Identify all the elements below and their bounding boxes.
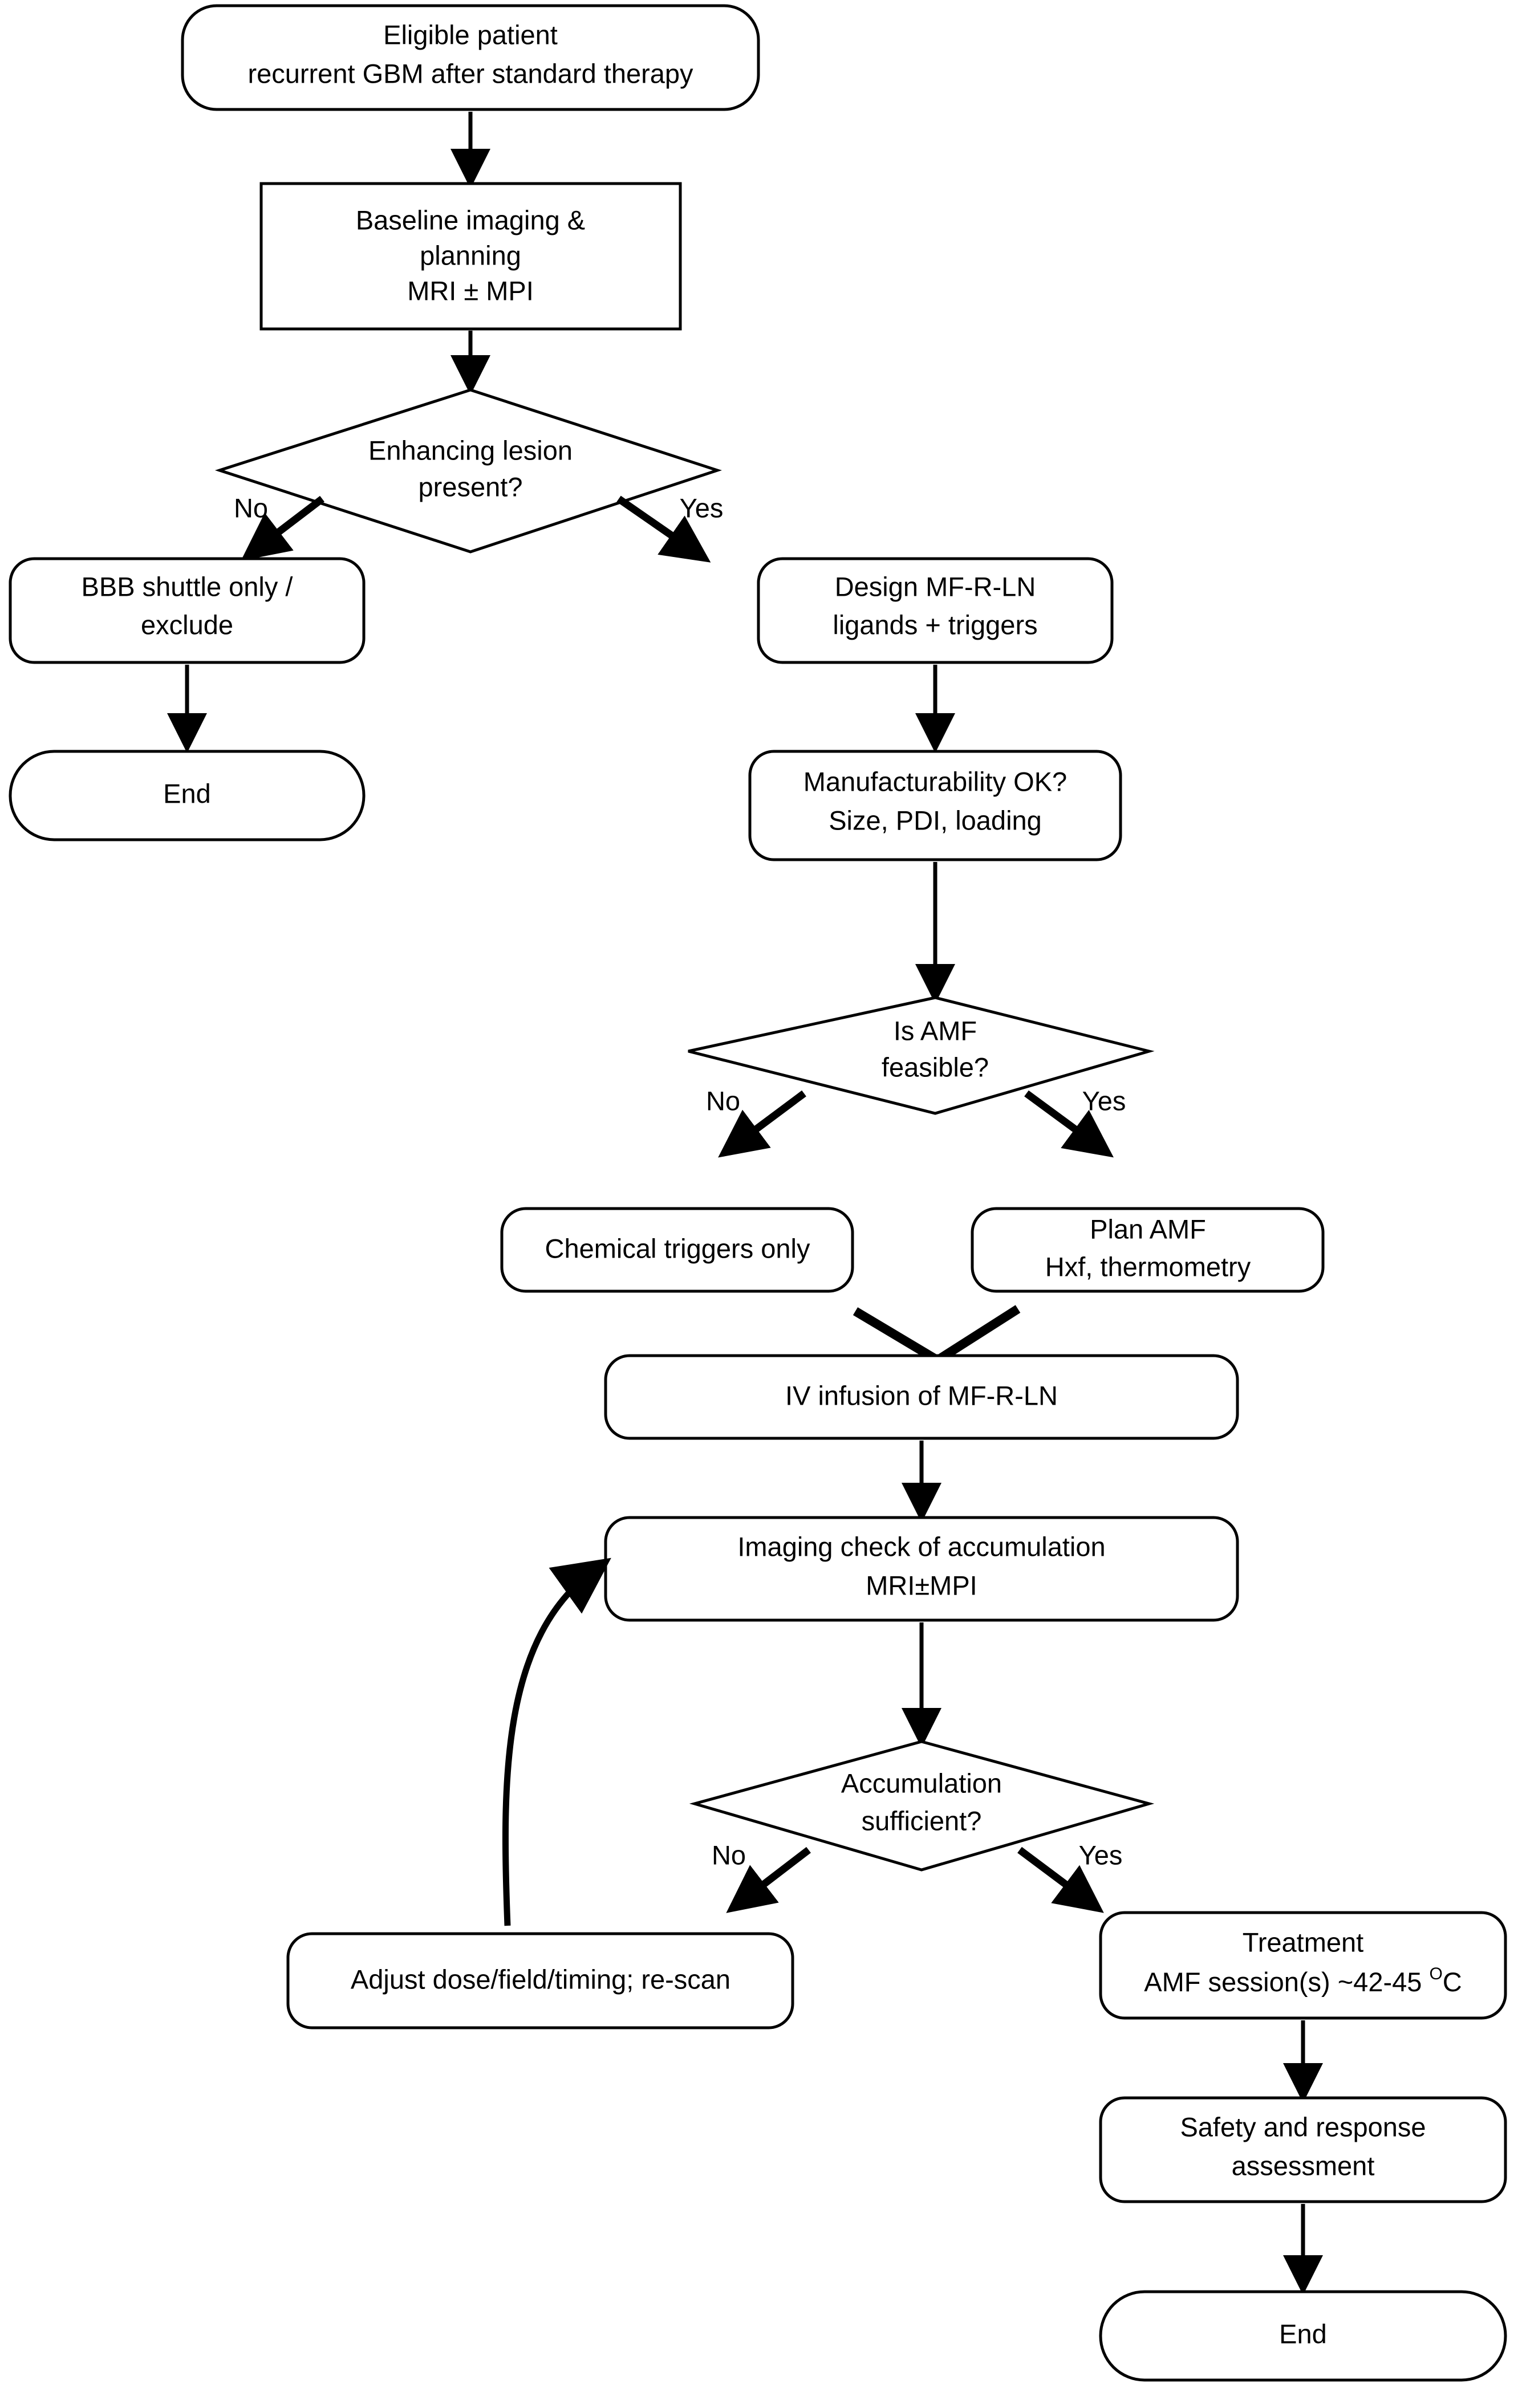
eligible-patient-shape	[181, 4, 760, 111]
edge-accum-yes	[1017, 1846, 1104, 1913]
edge-label-accum-no: No	[712, 1840, 746, 1870]
baseline-imaging-line3: MRI ± MPI	[407, 275, 534, 306]
node-safety-response[interactable]: Safety and response assessment	[1099, 2096, 1507, 2203]
edge-accum-no	[726, 1846, 811, 1913]
safety-response-line2: assessment	[1232, 2150, 1375, 2181]
manufacturability-line1: Manufacturability OK?	[803, 766, 1067, 796]
edge-label-accum-yes: Yes	[1079, 1840, 1123, 1870]
node-is-amf-feasible[interactable]: Is AMF feasible?	[688, 996, 1155, 1115]
edge-lesion-yes	[616, 495, 711, 563]
node-enhancing-lesion[interactable]: Enhancing lesion present?	[214, 388, 723, 554]
baseline-imaging-line1: Baseline imaging &	[356, 205, 585, 235]
enhancing-lesion-shape	[214, 388, 723, 554]
safety-response-shape	[1099, 2096, 1507, 2203]
manufacturability-shape	[748, 750, 1122, 861]
bbb-shuttle-line1: BBB shuttle only /	[82, 571, 294, 601]
node-end-right[interactable]: End	[1099, 2290, 1507, 2382]
edge-label-amf-yes: Yes	[1082, 1085, 1126, 1116]
edge-label-lesion-yes: Yes	[680, 493, 724, 523]
node-end-left[interactable]: End	[9, 750, 366, 841]
accumulation-sufficient-line1: Accumulation	[841, 1768, 1002, 1798]
plan-amf-line1: Plan AMF	[1090, 1214, 1206, 1244]
edge-label-lesion-no: No	[234, 493, 268, 523]
iv-infusion-shape	[604, 1354, 1239, 1440]
plan-amf-line2: Hxf, thermometry	[1045, 1251, 1251, 1282]
node-chemical-triggers[interactable]: Chemical triggers only	[500, 1207, 854, 1293]
node-manufacturability[interactable]: Manufacturability OK? Size, PDI, loading	[748, 750, 1122, 861]
treatment-line2-unit: C	[1443, 1967, 1462, 1997]
edge-amf-yes	[1024, 1090, 1114, 1158]
node-plan-amf[interactable]: Plan AMF Hxf, thermometry	[971, 1207, 1325, 1293]
chemical-triggers-label: Chemical triggers only	[545, 1233, 810, 1263]
is-amf-feasible-line2: feasible?	[882, 1052, 989, 1082]
eligible-patient-line2: recurrent GBM after standard therapy	[247, 58, 693, 88]
design-mfrln-line1: Design MF-R-LN	[835, 571, 1036, 601]
node-design-mfrln[interactable]: Design MF-R-LN ligands + triggers	[757, 557, 1114, 664]
edge-merge-to-iv-infusion	[853, 1305, 1021, 1366]
design-mfrln-line2: ligands + triggers	[833, 609, 1037, 640]
treatment-line2: AMF session(s) ~42-45 OC	[1144, 1964, 1462, 1997]
is-amf-feasible-line1: Is AMF	[894, 1015, 977, 1046]
edge-feedback-loop-to-imaging-check	[502, 1557, 611, 1926]
accumulation-sufficient-shape	[689, 1740, 1155, 1872]
manufacturability-line2: Size, PDI, loading	[829, 805, 1042, 835]
node-iv-infusion[interactable]: IV infusion of MF-R-LN	[604, 1354, 1239, 1440]
baseline-imaging-line2: planning	[420, 240, 521, 270]
node-eligible-patient[interactable]: Eligible patient recurrent GBM after sta…	[181, 4, 760, 111]
treatment-shape	[1099, 1911, 1507, 2020]
imaging-check-line2: MRI±MPI	[866, 1570, 977, 1600]
bbb-shuttle-line2: exclude	[141, 609, 233, 640]
adjust-dose-label: Adjust dose/field/timing; re-scan	[351, 1964, 730, 1994]
chemical-triggers-shape	[500, 1207, 854, 1293]
node-baseline-imaging[interactable]: Baseline imaging & planning MRI ± MPI	[259, 182, 682, 331]
end-left-label: End	[163, 778, 211, 808]
safety-response-line1: Safety and response	[1180, 2112, 1426, 2142]
design-mfrln-shape	[757, 557, 1114, 664]
node-imaging-check[interactable]: Imaging check of accumulation MRI±MPI	[604, 1516, 1239, 1622]
node-treatment[interactable]: Treatment AMF session(s) ~42-45 OC	[1099, 1911, 1507, 2020]
end-right-label: End	[1279, 2318, 1327, 2349]
node-bbb-shuttle[interactable]: BBB shuttle only / exclude	[9, 557, 366, 664]
edge-amf-no	[718, 1090, 806, 1158]
accumulation-sufficient-line2: sufficient?	[862, 1805, 982, 1836]
enhancing-lesion-line2: present?	[419, 471, 523, 502]
end-right-shape	[1099, 2290, 1507, 2382]
edge-lesion-no	[241, 495, 324, 561]
treatment-line1: Treatment	[1243, 1927, 1363, 1957]
edge-label-amf-no: No	[706, 1085, 740, 1116]
treatment-line2-main: AMF session(s) ~42-45	[1144, 1967, 1429, 1997]
is-amf-feasible-shape	[688, 996, 1155, 1115]
end-left-shape	[9, 750, 366, 841]
eligible-patient-line1: Eligible patient	[383, 19, 558, 50]
node-accumulation-sufficient[interactable]: Accumulation sufficient?	[689, 1740, 1155, 1872]
enhancing-lesion-line1: Enhancing lesion	[368, 435, 573, 465]
iv-infusion-label: IV infusion of MF-R-LN	[785, 1380, 1058, 1410]
imaging-check-line1: Imaging check of accumulation	[737, 1531, 1105, 1561]
adjust-dose-shape	[286, 1932, 794, 2029]
baseline-imaging-shape	[259, 182, 682, 331]
degree-symbol: O	[1429, 1964, 1442, 1983]
bbb-shuttle-shape	[9, 557, 366, 664]
plan-amf-shape	[971, 1207, 1325, 1293]
node-adjust-dose[interactable]: Adjust dose/field/timing; re-scan	[286, 1932, 794, 2029]
